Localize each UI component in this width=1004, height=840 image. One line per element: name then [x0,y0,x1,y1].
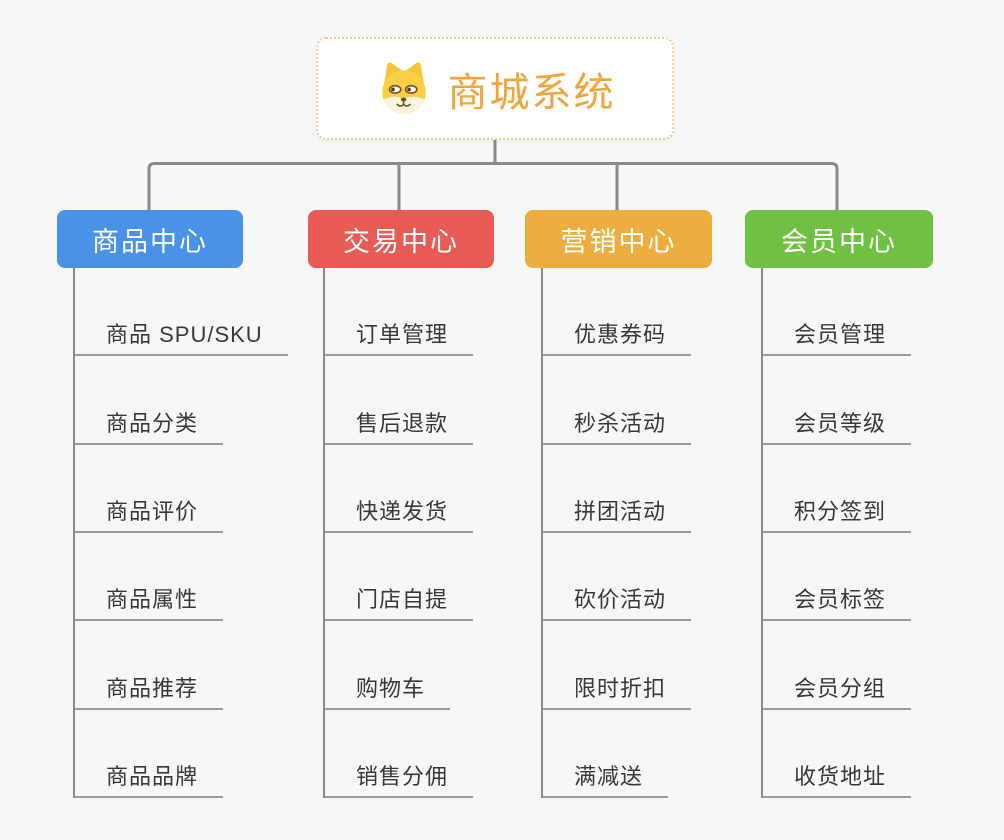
subtree-member-center: 会员管理 会员等级 积分签到 会员标签 会员分组 收货地址 [761,268,912,798]
leaf-node[interactable]: 购物车 [325,621,451,710]
branch-label: 会员中心 [781,226,897,257]
leaf-node[interactable]: 商品推荐 [75,621,224,710]
branch-node-member-center[interactable]: 会员中心 [745,210,933,268]
leaf-node[interactable]: 快递发货 [325,445,474,533]
leaf-node[interactable]: 砍价活动 [543,533,692,622]
subtree-marketing-center: 优惠券码 秒杀活动 拼团活动 砍价活动 限时折扣 满减送 [541,268,692,798]
leaf-node[interactable]: 限时折扣 [543,621,692,710]
branch-label: 营销中心 [560,226,677,257]
leaf-node[interactable]: 会员管理 [763,268,912,357]
branch-node-product-center[interactable]: 商品中心 [57,210,243,268]
leaf-node[interactable]: 满减送 [543,710,669,798]
branch-label: 商品中心 [92,226,208,257]
leaf-node[interactable]: 门店自提 [325,533,474,622]
leaf-node[interactable]: 秒杀活动 [543,356,692,445]
leaf-node[interactable]: 销售分佣 [325,710,474,798]
dog-face-icon [381,62,426,114]
branch-node-marketing-center[interactable]: 营销中心 [525,210,712,268]
subtree-trade-center: 订单管理 售后退款 快递发货 门店自提 购物车 销售分佣 [323,268,474,798]
leaf-node[interactable]: 商品属性 [75,533,224,622]
branch-node-trade-center[interactable]: 交易中心 [308,210,494,268]
leaf-node[interactable]: 收货地址 [763,710,912,798]
leaf-node[interactable]: 订单管理 [325,268,474,357]
leaf-node[interactable]: 积分签到 [763,445,912,533]
subtree-product-center: 商品 SPU/SKU 商品分类 商品评价 商品属性 商品推荐 商品品牌 [73,268,288,798]
leaf-node[interactable]: 优惠券码 [543,268,692,357]
branch-label: 交易中心 [343,226,459,257]
leaf-node[interactable]: 售后退款 [325,356,474,445]
leaf-node[interactable]: 商品 SPU/SKU [75,268,288,357]
leaf-node[interactable]: 会员分组 [763,621,912,710]
leaf-node[interactable]: 商品评价 [75,445,224,533]
leaf-node[interactable]: 会员等级 [763,356,912,445]
leaf-node[interactable]: 拼团活动 [543,445,692,533]
root-title: 商城系统 [447,70,616,115]
leaf-node[interactable]: 会员标签 [763,533,912,622]
leaf-node[interactable]: 商品品牌 [75,710,224,798]
leaf-node[interactable]: 商品分类 [75,356,224,445]
root-node-mall-system[interactable]: 商城系统 [316,37,674,140]
